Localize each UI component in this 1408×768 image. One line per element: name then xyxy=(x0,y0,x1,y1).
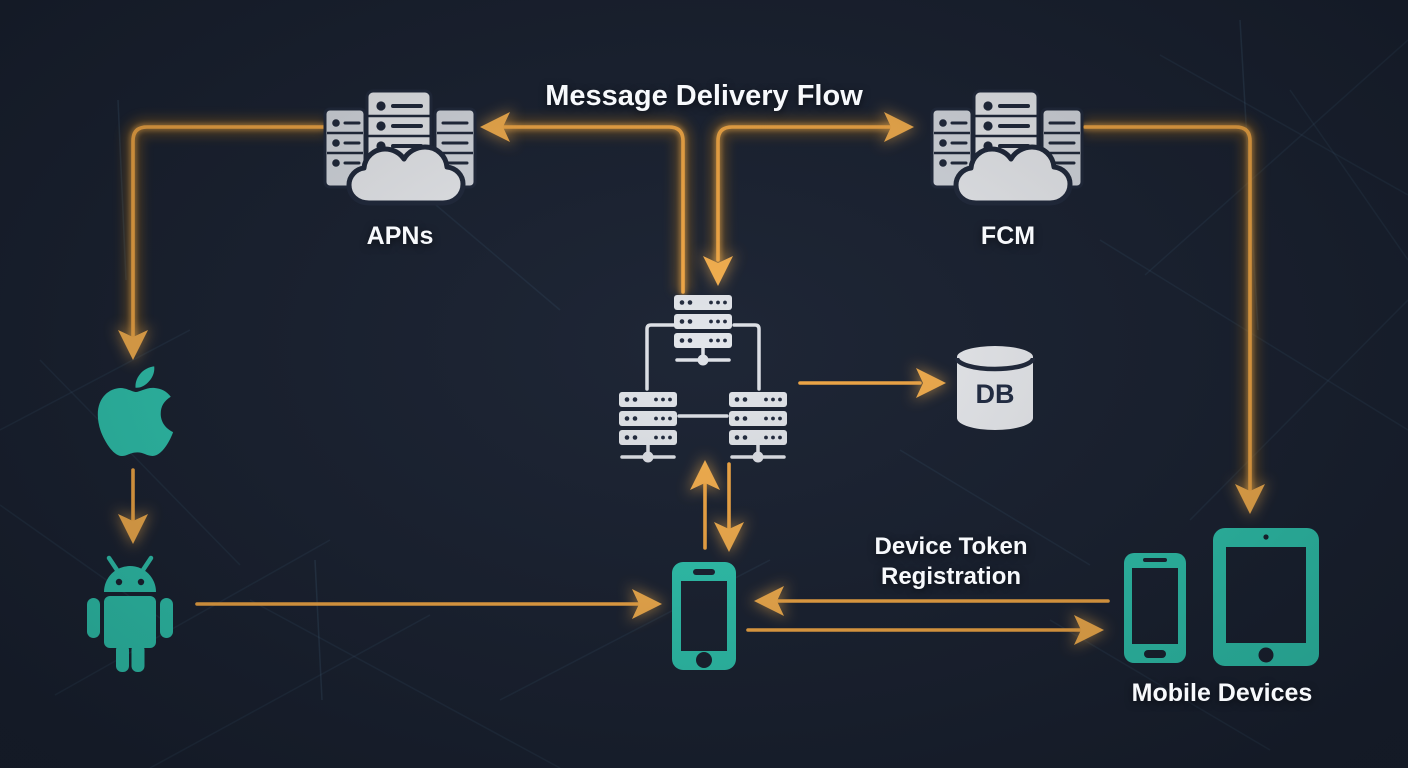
smartphone-icon xyxy=(672,562,736,670)
device-token-line1: Device Token xyxy=(874,533,1028,560)
arrow-appserver-to-fcm xyxy=(700,109,918,290)
device-token-registration-label: Device Token Registration xyxy=(875,532,1028,592)
device-token-line2: Registration xyxy=(880,563,1022,590)
mobile-devices-tablet-icon xyxy=(1213,528,1319,666)
arrow-appserver-to-db xyxy=(796,365,950,401)
arrow-appserver-to-apns xyxy=(476,109,693,296)
arrow-android-to-smartphone xyxy=(193,586,666,622)
fcm-label: FCM xyxy=(980,222,1036,250)
arrow-apple-to-android xyxy=(115,466,151,548)
apns-server-cloud-icon xyxy=(325,91,475,203)
android-robot-icon xyxy=(87,555,173,672)
database-cylinder-icon xyxy=(954,346,1036,430)
mobile-devices-label: Mobile Devices xyxy=(1131,679,1313,707)
background-pattern xyxy=(0,19,1408,768)
app-server-cluster-icon xyxy=(619,295,787,463)
fcm-server-cloud-icon xyxy=(932,91,1082,203)
arrow-mobile-devices-to-smartphone xyxy=(750,583,1112,619)
diagram-title: Message Delivery Flow xyxy=(545,80,863,112)
arrow-apns-to-apple xyxy=(115,117,329,364)
apple-logo-icon xyxy=(97,366,174,456)
apns-label: APNs xyxy=(366,222,434,250)
arrow-appserver-to-smartphone xyxy=(711,460,747,556)
arrow-smartphone-to-appserver xyxy=(687,456,723,552)
arrow-smartphone-to-mobile-devices xyxy=(744,612,1108,648)
arrow-fcm-to-mobile-devices xyxy=(1081,117,1268,518)
mobile-devices-phone-icon xyxy=(1124,553,1186,663)
db-label: DB xyxy=(975,379,1015,409)
